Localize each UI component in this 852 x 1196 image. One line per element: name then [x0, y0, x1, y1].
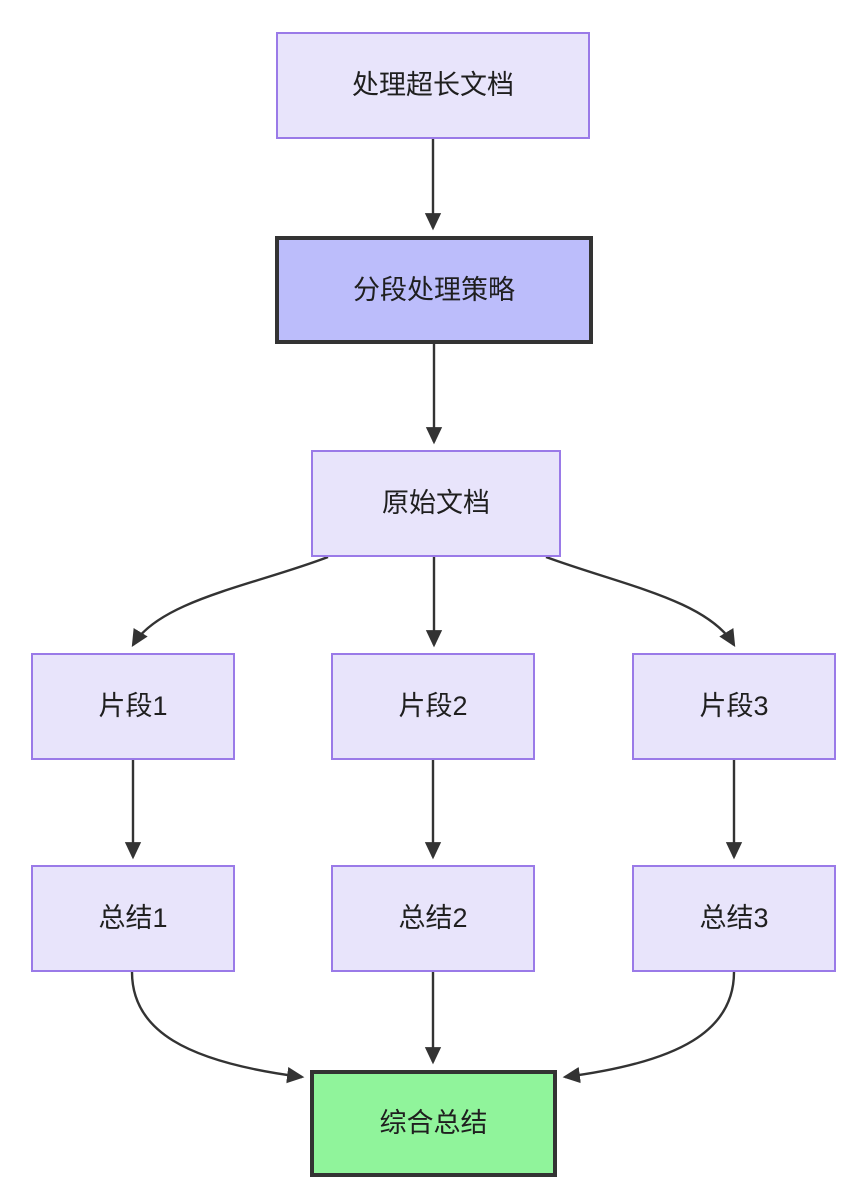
node-summary-2-label: 总结2	[398, 903, 468, 934]
node-chunk-2-label: 片段2	[398, 691, 468, 722]
node-source-document[interactable]: 原始文档	[311, 450, 561, 557]
node-chunk-1-label: 片段1	[98, 691, 168, 722]
edge-summary-1-to-final	[130, 971, 305, 1084]
node-summary-1[interactable]: 总结1	[31, 865, 235, 972]
node-long-doc[interactable]: 处理超长文档	[276, 32, 590, 139]
node-source-document-label: 原始文档	[382, 488, 490, 519]
node-summary-3[interactable]: 总结3	[632, 865, 836, 972]
node-chunking-strategy-label: 分段处理策略	[353, 274, 515, 305]
node-chunk-2[interactable]: 片段2	[331, 653, 535, 760]
node-summary-3-label: 总结3	[699, 903, 769, 934]
edge-source-doc-to-chunk-1	[131, 555, 329, 648]
node-chunk-3-label: 片段3	[699, 691, 769, 722]
node-final-summary-label: 综合总结	[379, 1108, 488, 1139]
node-chunk-3[interactable]: 片段3	[632, 653, 836, 760]
edge-summary-3-to-final	[562, 971, 736, 1084]
node-final-summary[interactable]: 综合总结	[310, 1070, 557, 1177]
node-summary-1-label: 总结1	[98, 903, 168, 934]
node-summary-2[interactable]: 总结2	[331, 865, 535, 972]
node-long-doc-label: 处理超长文档	[352, 70, 514, 101]
node-chunking-strategy[interactable]: 分段处理策略	[275, 236, 593, 344]
node-chunk-1[interactable]: 片段1	[31, 653, 235, 760]
edge-source-doc-to-chunk-3	[545, 555, 736, 648]
